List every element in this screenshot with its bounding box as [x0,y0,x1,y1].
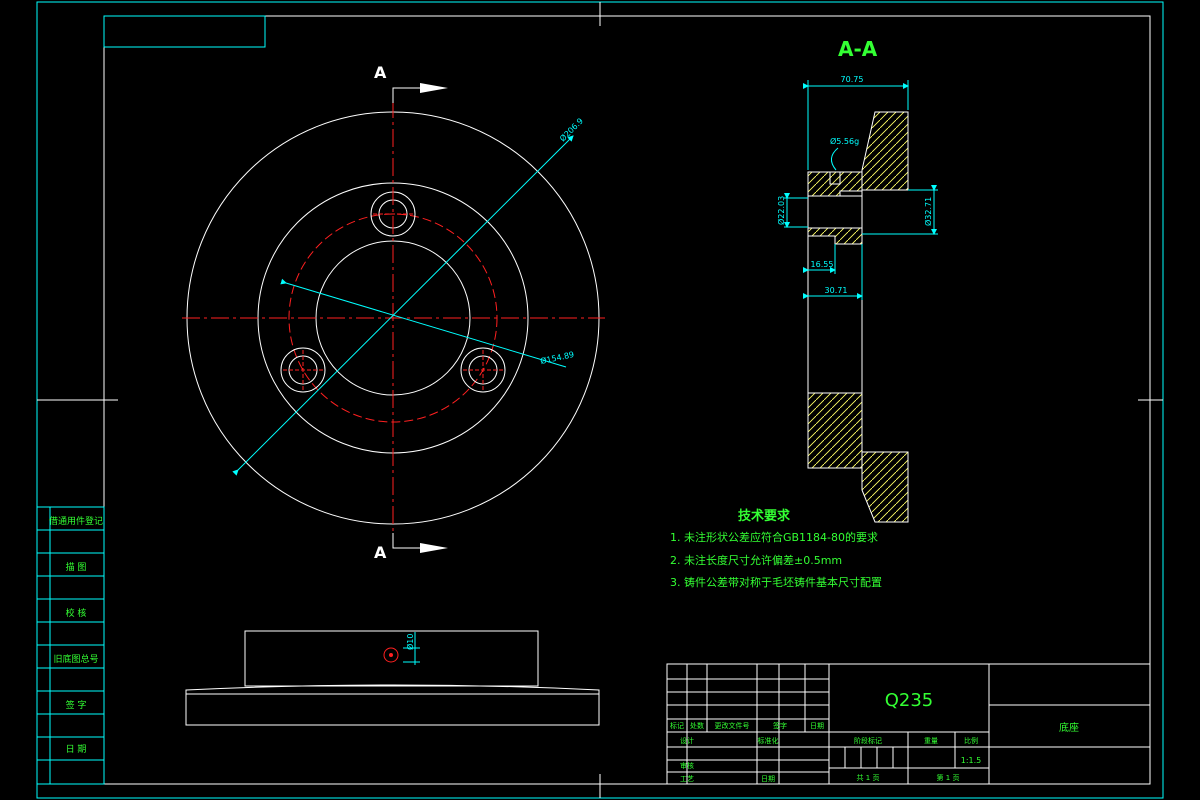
rev-header: 日期 [810,722,824,730]
side-label: 借通用件登记 [49,515,103,527]
scale-value: 1:1.5 [961,756,982,765]
sheet-total: 共 1 页 [857,773,880,782]
section-letter-top: A [374,63,387,82]
dimension-hole-callout: Ø5.56g [830,136,859,171]
title-block-text: 标记 处数 更改文件号 签字 日期 设计 标准化 审核 工艺 日期 Q235 底… [670,690,1079,783]
side-label-column: 借通用件登记 描 图 校 核 旧底图总号 签 字 日 期 [36,506,105,785]
dimension-text: 70.75 [841,75,864,84]
dimension-step-small: 16.55 [803,244,836,274]
section-view: A-A 70.75 Ø5.56g [776,37,938,523]
dimension-outer-diameter: Ø206.9 [232,116,585,476]
rev-header: 处数 [690,721,704,730]
dimension-text: Ø22.03 [776,196,786,225]
material: Q235 [885,690,934,711]
dimension-text: 16.55 [811,260,834,269]
dimension-bolt-circle: Ø154.89 [280,278,575,368]
rev-header: 签字 [773,721,787,730]
dimension-text: Ø206.9 [557,116,585,144]
row-date: 日期 [761,775,775,783]
dimension-text: 30.71 [825,286,848,295]
section-letter-bottom: A [374,543,387,562]
drawing-frame [36,1,1164,799]
technical-requirements: 技术要求 1. 未注形状公差应符合GB1184-80的要求 2. 未注长度尺寸允… [670,508,882,589]
col-weight: 重量 [924,737,938,745]
sheet-index: 第 1 页 [937,773,960,782]
tech-item: 2. 未注长度尺寸允许偏差±0.5mm [670,553,842,567]
dimension-text: Ø154.89 [539,349,575,366]
tech-item: 1. 未注形状公差应符合GB1184-80的要求 [670,530,878,544]
section-cut-marker-bottom: A [374,533,448,562]
side-label: 旧底图总号 [53,653,98,665]
col-mark: 阶段标记 [854,736,882,745]
part-name: 底座 [1059,721,1079,734]
dimension-text: Ø10 [405,634,415,650]
dimension-bore-left: Ø22.03 [776,193,808,228]
row-standardize: 标准化 [758,736,779,745]
dimension-bore-right: Ø32.71 [862,185,938,235]
side-hole [383,647,399,663]
title-block [666,663,1151,785]
rev-header: 更改文件号 [715,721,750,730]
tech-item: 3. 铸件公差带对称于毛坯铸件基本尺寸配置 [670,575,882,589]
row-check: 审核 [680,761,694,770]
dimension-text: Ø5.56g [830,136,859,146]
row-design: 设计 [680,736,694,745]
dimension-top-width: 70.75 [803,75,909,170]
col-ratio: 比例 [964,736,978,745]
front-view: A A Ø206.9 Ø154.89 [182,63,605,562]
bottom-view: Ø10 [185,630,600,726]
rev-header: 标记 [670,721,684,730]
side-label: 描 图 [66,561,87,573]
side-label: 日 期 [66,744,87,755]
section-cut-marker-top: A [374,63,448,103]
row-craft: 工艺 [680,775,694,783]
side-label: 校 核 [66,607,87,619]
dimension-text: Ø32.71 [923,197,933,226]
tech-heading: 技术要求 [738,508,791,524]
side-label: 签 字 [66,699,87,711]
section-title: A-A [838,37,878,61]
dimension-step-depth: 30.71 [803,244,863,300]
